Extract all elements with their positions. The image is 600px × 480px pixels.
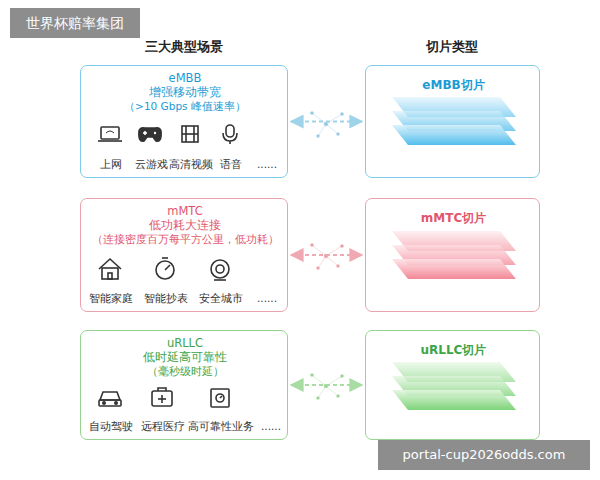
icon-label: 高可靠性业务	[188, 419, 254, 433]
scenario-detail: （连接密度百万每平方公里，低功耗）	[92, 232, 279, 246]
icon-label: 智能抄表	[144, 291, 188, 305]
scenario-title: mMTC	[167, 204, 203, 218]
scenario-subtitle: 增强移动带宽	[149, 85, 221, 99]
scenario-box: eMBB增强移动带宽（>10 Gbps 峰值速率） 上网云游戏高清视频语音....…	[80, 65, 288, 178]
scenario-subtitle: 低功耗大连接	[149, 218, 221, 232]
slice-box: mMTC切片	[365, 198, 540, 312]
scenario-detail: （>10 Gbps 峰值速率）	[124, 99, 246, 113]
column-heading: 切片类型	[426, 38, 478, 56]
scenario-subtitle: 低时延高可靠性	[143, 350, 227, 364]
icon-label: ......	[257, 157, 277, 171]
icon-label: ......	[257, 291, 277, 305]
slice-title: mMTC切片	[421, 211, 486, 225]
double-arrow	[291, 384, 362, 386]
double-arrow	[291, 254, 362, 256]
column-heading: 三大典型场景	[145, 38, 223, 56]
scenario-icons	[99, 388, 229, 407]
slice-title: eMBB切片	[422, 78, 484, 92]
scenario-box: uRLLC低时延高可靠性（毫秒级时延） 自动驾驶远程医疗高可靠性业务......	[80, 330, 288, 440]
icon-label: 高清视频	[169, 157, 213, 171]
icon-label: 安全城市	[199, 291, 243, 305]
scenario-title: eMBB	[169, 71, 202, 85]
scenario-icons	[99, 258, 229, 280]
icon-label: 云游戏	[135, 157, 168, 171]
scenario-title: uRLLC	[167, 336, 203, 350]
icon-label: 智能家庭	[89, 291, 133, 305]
double-arrow	[291, 121, 362, 123]
scenario-box: mMTC低功耗大连接（连接密度百万每平方公里，低功耗） 智能家庭智能抄表安全城市.…	[80, 198, 288, 312]
slice-box: eMBB切片	[365, 65, 540, 178]
slice-box: uRLLC切片	[365, 330, 540, 440]
watermark: 世界杯赔率集团	[10, 8, 140, 38]
icon-label: 上网	[100, 157, 122, 171]
icon-label: 自动驾驶	[89, 419, 133, 433]
icon-label: ......	[261, 419, 281, 433]
scenario-icons	[98, 125, 237, 144]
scenario-detail: （毫秒级时延）	[147, 364, 224, 378]
watermark: portal-cup2026odds.com	[378, 440, 590, 470]
icon-label: 语音	[220, 157, 242, 171]
slice-layers	[392, 97, 516, 410]
icon-label: 远程医疗	[141, 419, 185, 433]
slice-title: uRLLC切片	[421, 343, 487, 357]
